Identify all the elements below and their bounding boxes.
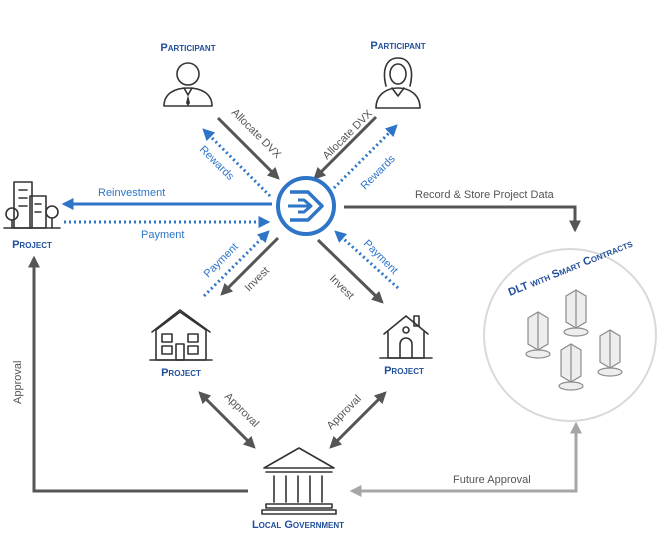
participant-left-title: Participant — [160, 42, 215, 54]
government-building-icon — [261, 447, 337, 515]
allocate-left-arrow — [216, 116, 280, 180]
reinvestment-label: Reinvestment — [98, 187, 165, 199]
rewards-right-label: Rewards — [359, 153, 399, 193]
invest-right-arrow — [316, 238, 384, 304]
ledger-servers-icon — [525, 289, 623, 391]
dvx-logo-icon — [276, 176, 336, 236]
payment-house-left-label: Payment — [202, 241, 241, 280]
approval-left-arrow — [28, 255, 248, 493]
project-left-title: Project — [12, 239, 52, 251]
approval-house-left-arrow — [198, 391, 256, 449]
payment-house-left-arrow — [202, 230, 270, 298]
allocate-right-arrow — [313, 115, 378, 180]
rewards-left-label: Rewards — [197, 144, 237, 184]
house-right-icon — [379, 315, 433, 359]
approval-house-left-label: Approval — [222, 391, 261, 430]
future-approval-arrow — [349, 421, 582, 497]
approval-left-side-label: Approval — [12, 361, 24, 404]
future-approval-label: Future Approval — [453, 474, 531, 486]
record-store-label: Record & Store Project Data — [415, 189, 555, 201]
payment-left-label: Payment — [141, 229, 184, 241]
project-house-left-title: Project — [161, 367, 201, 379]
house-left-icon — [149, 309, 213, 361]
rewards-left-arrow — [202, 128, 272, 198]
allocate-left-label: Allocate DVX — [229, 107, 284, 162]
invest-left-arrow — [220, 236, 280, 296]
invest-right-label: Invest — [327, 273, 356, 302]
payment-house-right-arrow — [334, 230, 400, 290]
participant-male-icon — [163, 62, 213, 107]
project-house-right-title: Project — [384, 365, 424, 377]
record-store-arrow — [344, 205, 581, 233]
participant-right-title: Participant — [370, 40, 425, 52]
city-buildings-icon — [3, 181, 61, 229]
approval-house-right-label: Approval — [325, 393, 364, 432]
allocate-right-label: Allocate DVX — [321, 107, 376, 162]
participant-female-icon — [375, 57, 421, 109]
approval-house-right-arrow — [329, 391, 387, 449]
local-government-title: Local Government — [252, 519, 344, 531]
payment-house-right-label: Payment — [361, 238, 400, 277]
